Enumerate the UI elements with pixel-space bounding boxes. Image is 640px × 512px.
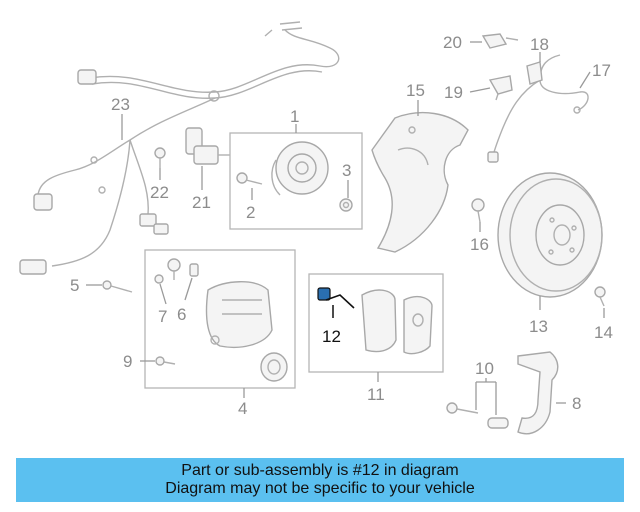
callout-22: 22 bbox=[150, 183, 169, 202]
wear-sensor-12-drawing bbox=[317, 287, 355, 309]
wiring-harness-drawing bbox=[19, 21, 340, 275]
bolt-2-drawing bbox=[236, 172, 263, 185]
bracket-19-drawing bbox=[488, 75, 513, 101]
callout-20: 20 bbox=[443, 33, 462, 52]
callout-8: 8 bbox=[572, 394, 581, 413]
callout-4: 4 bbox=[238, 399, 247, 418]
callout-17: 17 bbox=[592, 61, 611, 80]
callout-21: 21 bbox=[192, 193, 211, 212]
bleeder-screw-drawing bbox=[167, 258, 181, 280]
clip-20-drawing bbox=[481, 33, 519, 49]
callout-10: 10 bbox=[475, 359, 494, 378]
callout-18: 18 bbox=[530, 35, 549, 54]
callout-13: 13 bbox=[529, 317, 548, 336]
splash-shield-drawing bbox=[371, 112, 469, 253]
bolt-9-drawing bbox=[155, 356, 176, 366]
brake-disc-drawing bbox=[497, 172, 603, 298]
caliper-drawing bbox=[205, 281, 273, 348]
banner-line-part: Part or sub-assembly is #12 in diagram bbox=[181, 462, 459, 479]
callout-7: 7 bbox=[158, 307, 167, 326]
nut-3-drawing bbox=[339, 198, 353, 212]
caliper-carrier-drawing bbox=[517, 351, 559, 435]
bolt-5-drawing bbox=[102, 280, 133, 293]
wheel-hub-drawing bbox=[271, 141, 329, 196]
bolt-16-drawing bbox=[471, 198, 485, 223]
abs-sensor-21-drawing bbox=[185, 127, 230, 165]
callout-9: 9 bbox=[123, 352, 132, 371]
callout-3: 3 bbox=[342, 161, 351, 180]
info-banner: Part or sub-assembly is #12 in diagram D… bbox=[16, 458, 624, 502]
banner-line-disclaimer: Diagram may not be specific to your vehi… bbox=[165, 480, 475, 497]
callout-6: 6 bbox=[177, 305, 186, 324]
piston-drawing bbox=[260, 352, 288, 382]
bolt-22-drawing bbox=[154, 147, 166, 168]
callout-12: 12 bbox=[322, 327, 341, 346]
callout-15: 15 bbox=[406, 81, 425, 100]
callout-labels: 1 2 3 4 5 6 7 8 9 10 11 12 13 14 15 16 1… bbox=[70, 33, 613, 418]
leader-lines bbox=[86, 41, 605, 415]
callout-1: 1 bbox=[290, 107, 299, 126]
brake-pads-drawing bbox=[361, 289, 433, 355]
callout-2: 2 bbox=[246, 203, 255, 222]
bracket-18-drawing bbox=[526, 61, 543, 85]
callout-23: 23 bbox=[111, 95, 130, 114]
parts-diagram: 1 2 3 4 5 6 7 8 9 10 11 12 13 14 15 16 1… bbox=[19, 21, 613, 435]
brake-pad-set-box bbox=[308, 273, 444, 373]
callout-19: 19 bbox=[444, 83, 463, 102]
callout-16: 16 bbox=[470, 235, 489, 254]
callout-11: 11 bbox=[367, 385, 385, 404]
sensor-cable-17-drawing bbox=[487, 54, 589, 163]
bolt-14-drawing bbox=[594, 286, 606, 307]
guide-bolts-10-drawing bbox=[446, 402, 509, 429]
callout-5: 5 bbox=[70, 276, 79, 295]
cap-7-drawing bbox=[154, 274, 164, 284]
bolt-6-drawing bbox=[189, 263, 199, 277]
caliper-assembly-box bbox=[144, 249, 296, 389]
callout-14: 14 bbox=[594, 323, 613, 342]
